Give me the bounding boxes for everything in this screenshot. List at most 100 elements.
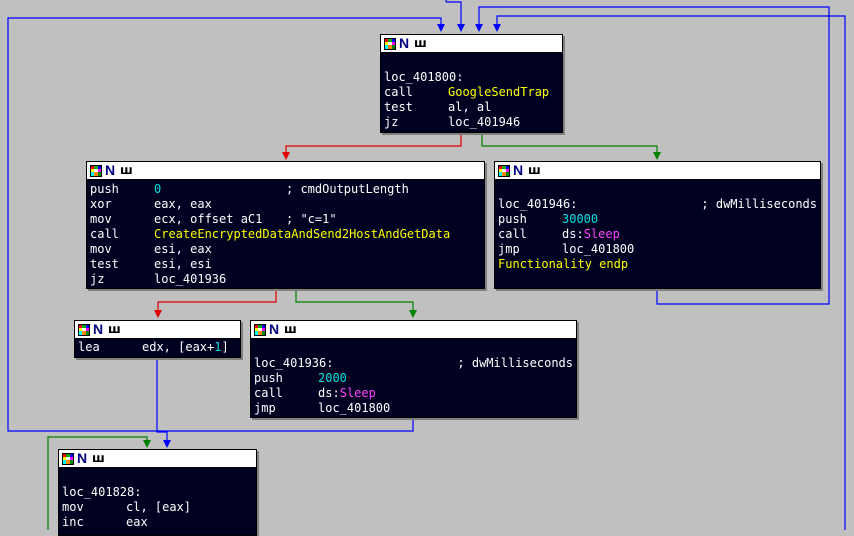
arrowhead	[154, 310, 162, 318]
label[interactable]: Functionality endp	[498, 257, 629, 271]
blank-line	[384, 55, 559, 70]
operand[interactable]: CreateEncryptedDataAndSend2HostAndGetDat…	[154, 227, 451, 241]
arrowhead	[409, 310, 417, 318]
rename-icon[interactable]: N	[105, 162, 116, 178]
comment: ; "c=1"	[286, 212, 337, 226]
operand[interactable]: Sleep	[339, 386, 376, 400]
graph-icon[interactable]: ꟺ	[528, 163, 541, 177]
label[interactable]: loc_401800:	[384, 70, 464, 84]
color-palette-icon[interactable]	[384, 37, 396, 50]
operand[interactable]: loc_401800	[562, 242, 635, 256]
graph-icon[interactable]: ꟺ	[92, 451, 105, 465]
instruction-line[interactable]: Functionality endp	[498, 257, 817, 272]
color-palette-icon[interactable]	[78, 323, 90, 336]
operand[interactable]: cl, [eax]	[126, 500, 192, 514]
blank-line	[498, 182, 817, 197]
operand[interactable]: al, al	[448, 100, 492, 114]
operand[interactable]: loc_401946	[448, 115, 521, 129]
mnemonic: jmp	[254, 401, 276, 415]
comment: ; dwMilliseconds	[457, 356, 573, 370]
edge-send-true	[295, 288, 414, 316]
color-palette-icon[interactable]	[90, 164, 102, 177]
color-palette-icon[interactable]	[498, 164, 510, 177]
operand[interactable]: 0	[154, 182, 162, 196]
graph-icon[interactable]: ꟺ	[108, 322, 121, 336]
color-palette-icon[interactable]	[62, 452, 74, 465]
edge-401800-false	[285, 133, 462, 158]
node-header[interactable]: N ꟺ	[87, 162, 484, 180]
instruction-line[interactable]: push 0 ; cmdOutputLength	[90, 182, 481, 197]
mnemonic: test	[384, 100, 413, 114]
rename-icon[interactable]: N	[77, 450, 88, 466]
edge-send-false	[157, 288, 277, 316]
node-header[interactable]: N ꟺ	[75, 321, 240, 339]
label[interactable]: loc_401946:	[498, 197, 578, 211]
node-header[interactable]: N ꟺ	[59, 450, 256, 468]
operand[interactable]: 30000	[562, 212, 599, 226]
node-header[interactable]: N ꟺ	[495, 162, 820, 180]
instruction-line[interactable]: loc_401800:	[384, 70, 559, 85]
rename-icon[interactable]: N	[399, 35, 410, 51]
operand[interactable]: 2000	[318, 371, 347, 385]
mnemonic: jmp	[498, 242, 520, 256]
operand[interactable]: 1	[214, 340, 222, 354]
instruction-line[interactable]: test al, al	[384, 100, 559, 115]
operand[interactable]: ecx, offset aC1	[154, 212, 263, 226]
comment: ; cmdOutputLength	[286, 182, 409, 196]
node-header[interactable]: N ꟺ	[251, 321, 576, 339]
instruction-line[interactable]: loc_401828:	[62, 485, 253, 500]
operand[interactable]: Sleep	[583, 227, 620, 241]
mnemonic: push	[90, 182, 119, 196]
operand[interactable]: esi, esi	[154, 257, 212, 271]
instruction-line[interactable]: push 2000	[254, 371, 573, 386]
instruction-line[interactable]: loc_401936: ; dwMilliseconds	[254, 356, 573, 371]
instruction-line[interactable]: jmp loc_401800	[498, 242, 817, 257]
graph-icon[interactable]: ꟺ	[414, 36, 427, 50]
instruction-line[interactable]: loc_401946:; dwMilliseconds	[498, 197, 817, 212]
arrowhead	[437, 24, 445, 32]
label[interactable]: loc_401936:	[254, 356, 334, 370]
rename-icon[interactable]: N	[93, 321, 104, 337]
operand[interactable]: eax, eax	[154, 197, 212, 211]
operand[interactable]: GoogleSendTrap	[448, 85, 550, 99]
mnemonic: push	[254, 371, 283, 385]
label[interactable]: loc_401828:	[62, 485, 142, 499]
operand[interactable]: eax	[126, 515, 148, 529]
color-palette-icon[interactable]	[254, 323, 266, 336]
operand[interactable]: loc_401936	[154, 272, 227, 286]
arrowhead	[163, 440, 171, 448]
instruction-line[interactable]: jmp loc_401800	[254, 401, 573, 416]
node-header[interactable]: N ꟺ	[381, 35, 562, 53]
rename-icon[interactable]: N	[513, 162, 524, 178]
operand[interactable]: loc_401800	[318, 401, 391, 415]
graph-icon[interactable]: ꟺ	[120, 163, 133, 177]
operand-suffix: ]	[221, 340, 229, 354]
graph-icon[interactable]: ꟺ	[284, 322, 297, 336]
operand[interactable]: esi, eax	[154, 242, 212, 256]
rename-icon[interactable]: N	[269, 321, 280, 337]
